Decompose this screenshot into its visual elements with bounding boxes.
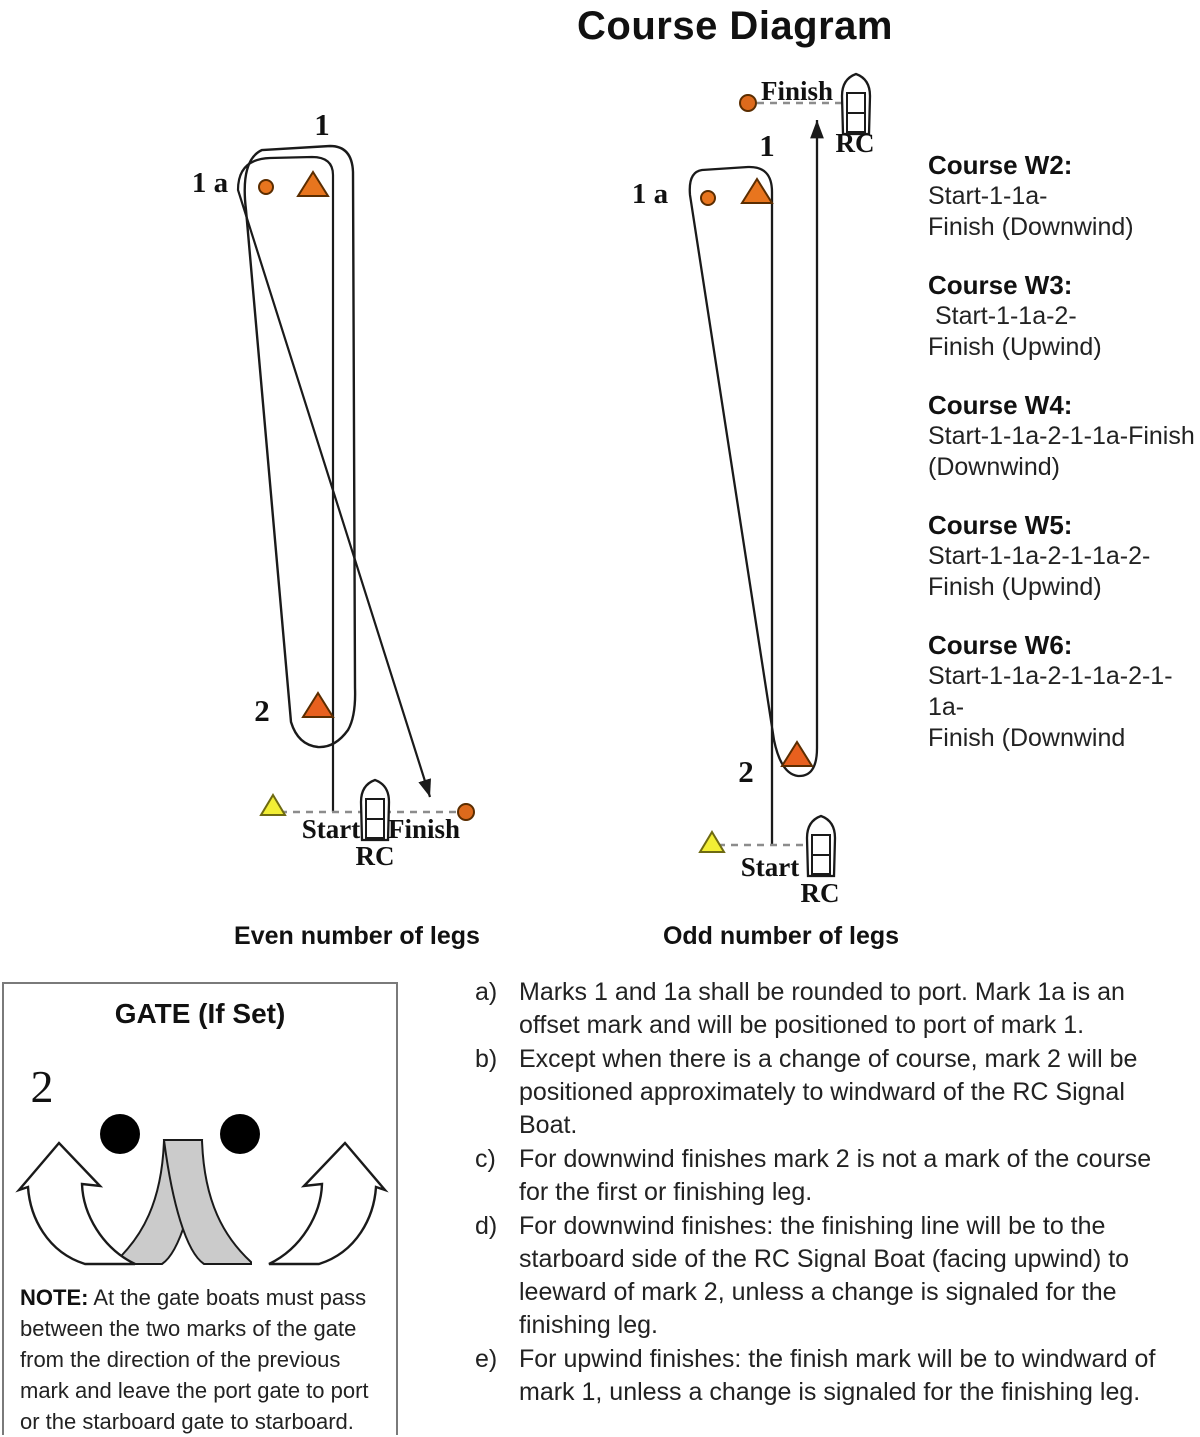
odd-mark1-label: 1 xyxy=(759,128,775,163)
even-rc-label: RC xyxy=(356,841,395,871)
page-title: Course Diagram xyxy=(577,4,893,48)
note-c: c) For downwind finishes mark 2 is not a… xyxy=(475,1143,1187,1209)
odd-mark1a-circle xyxy=(700,190,716,206)
note-e: e) For upwind finishes: the finish mark … xyxy=(475,1343,1187,1409)
even-start-pin-triangle xyxy=(259,793,287,816)
gate-arrow-right xyxy=(268,1141,389,1266)
course-w6-line: Finish (Downwind xyxy=(928,724,1126,752)
note-b-text: Except when there is a change of course,… xyxy=(519,1045,1138,1139)
course-w4-line: (Downwind) xyxy=(928,453,1060,481)
odd-rc-start-label: RC xyxy=(801,878,840,905)
odd-legs-diagram: Finish RC 1 1 a 2 Start RC xyxy=(632,72,875,905)
note-d-text: For downwind finishes: the finishing lin… xyxy=(519,1212,1130,1339)
even-finish-mark-circle xyxy=(457,803,475,821)
course-w2-line: Start-1-1a- xyxy=(928,182,1048,210)
even-mark1a-label: 1 a xyxy=(192,167,229,199)
course-w6-line: 1a- xyxy=(928,693,965,721)
odd-rc-boat-finish xyxy=(840,72,872,136)
course-w5: Course W5: Start-1-1a-2-1-1a-2- Finish (… xyxy=(928,510,1200,603)
course-notes-list: a) Marks 1 and 1a shall be rounded to po… xyxy=(475,976,1187,1410)
odd-mark1-triangle xyxy=(740,177,774,204)
note-d-letter: d) xyxy=(475,1212,498,1240)
even-mark1a-circle xyxy=(258,179,274,195)
odd-course-path xyxy=(688,120,824,845)
course-w3-line: Finish (Upwind) xyxy=(928,333,1102,361)
note-e-letter: e) xyxy=(475,1345,498,1373)
note-a-text: Marks 1 and 1a shall be rounded to port.… xyxy=(519,978,1125,1039)
odd-mark1a-label: 1 a xyxy=(632,178,669,210)
course-w5-name: Course W5: xyxy=(928,510,1073,540)
gate-note: NOTE: At the gate boats must pass betwee… xyxy=(20,1282,382,1437)
gate-figure: 2 xyxy=(15,1061,389,1266)
course-w6-line: Start-1-1a-2-1-1a-2-1- xyxy=(928,662,1173,690)
odd-rc-finish-label: RC xyxy=(836,128,875,158)
gate-title: GATE (If Set) xyxy=(114,998,286,1029)
even-mark2-triangle xyxy=(301,691,335,718)
even-mark1-triangle xyxy=(296,170,330,197)
gate-note-label: NOTE: xyxy=(20,1285,89,1310)
note-b-letter: b) xyxy=(475,1045,498,1073)
note-c-letter: c) xyxy=(475,1145,496,1173)
gate-box: GATE (If Set) 2 NOTE: At the gate boats … xyxy=(2,982,398,1435)
even-rc-boat xyxy=(359,778,391,842)
even-lap-loop-path xyxy=(243,144,357,749)
gate-mark-label: 2 xyxy=(31,1061,54,1112)
course-w3-name: Course W3: xyxy=(928,270,1073,300)
course-w2: Course W2: Start-1-1a- Finish (Downwind) xyxy=(928,150,1200,243)
note-a-letter: a) xyxy=(475,978,498,1006)
note-a: a) Marks 1 and 1a shall be rounded to po… xyxy=(475,976,1187,1042)
gate-port-mark-dot xyxy=(100,1114,140,1154)
course-w6: Course W6: Start-1-1a-2-1-1a-2-1- 1a- Fi… xyxy=(928,630,1200,754)
gate-band-right xyxy=(162,1139,252,1265)
course-list: Course W2: Start-1-1a- Finish (Downwind)… xyxy=(928,150,1200,781)
odd-legs-caption: Odd number of legs xyxy=(662,922,900,950)
course-w6-name: Course W6: xyxy=(928,630,1073,660)
odd-start-pin-triangle xyxy=(698,830,726,853)
gate-starboard-mark-dot xyxy=(220,1114,260,1154)
course-w3-line: Start-1-1a-2- xyxy=(928,302,1077,330)
note-d: d) For downwind finishes: the finishing … xyxy=(475,1210,1187,1342)
course-w2-name: Course W2: xyxy=(928,150,1073,180)
odd-finish-label: Finish xyxy=(761,76,833,106)
gate-arrow-left xyxy=(15,1141,136,1266)
odd-rc-boat-start xyxy=(805,814,837,878)
odd-mark2-triangle xyxy=(780,740,814,767)
note-c-text: For downwind finishes mark 2 is not a ma… xyxy=(519,1145,1152,1206)
course-w4: Course W4: Start-1-1a-2-1-1a-Finish (Dow… xyxy=(928,390,1200,483)
course-w4-name: Course W4: xyxy=(928,390,1073,420)
course-w4-line: Start-1-1a-2-1-1a-Finish xyxy=(928,422,1195,450)
course-w5-line: Start-1-1a-2-1-1a-2- xyxy=(928,542,1151,570)
even-legs-caption: Even number of legs xyxy=(234,922,480,950)
note-e-text: For upwind finishes: the finish mark wil… xyxy=(519,1345,1156,1406)
note-b: b) Except when there is a change of cour… xyxy=(475,1043,1187,1142)
gate-note-text: At the gate boats must pass between the … xyxy=(20,1285,369,1434)
even-course-path xyxy=(236,155,432,812)
odd-start-label: Start xyxy=(741,852,799,882)
course-w3: Course W3: Start-1-1a-2- Finish (Upwind) xyxy=(928,270,1200,363)
course-w5-line: Finish (Upwind) xyxy=(928,573,1102,601)
even-mark2-label: 2 xyxy=(254,693,270,728)
odd-mark2-label: 2 xyxy=(738,754,754,789)
odd-finish-mark-circle xyxy=(739,94,757,112)
even-legs-diagram: 1 1 a 2 Start Finish RC xyxy=(192,107,475,871)
even-finish-label: Finish xyxy=(388,814,460,844)
course-w2-line: Finish (Downwind) xyxy=(928,213,1134,241)
even-mark1-label: 1 xyxy=(314,107,330,142)
even-start-label: Start xyxy=(302,814,360,844)
